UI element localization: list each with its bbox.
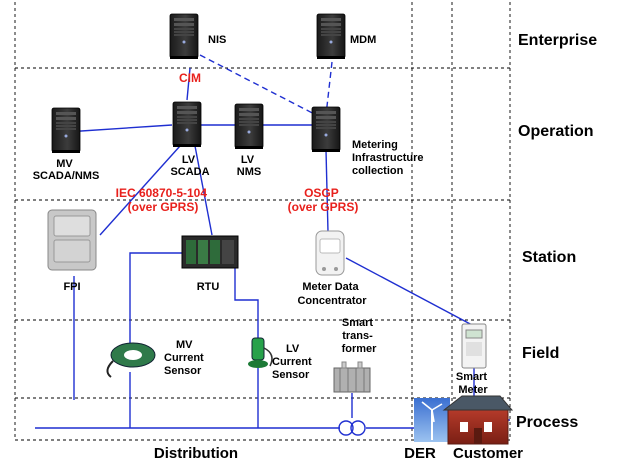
lv-nms-label: LV NMS (237, 154, 261, 178)
lv-sensor-label: LV Current Sensor (272, 343, 315, 381)
zone-grid (14, 2, 511, 441)
cim-label: CIM (179, 71, 201, 85)
link-nis-lvscada (186, 67, 191, 101)
zone-process-label: Process (516, 414, 578, 431)
server-tower-icon[interactable] (316, 13, 346, 60)
server-tower-icon[interactable] (51, 107, 81, 154)
domain-der-label: DER (404, 445, 436, 462)
metering-label: Metering Infrastructure collection (352, 139, 427, 177)
link-metering-mdc (325, 149, 329, 233)
wind-turbine-icon (414, 398, 450, 442)
smart-transformer-label: Smart trans- former (342, 317, 378, 355)
link-nis-metering (199, 54, 323, 119)
bus-transformer-symbol (338, 420, 366, 436)
mv-sensor-label: MV Current Sensor (164, 339, 207, 377)
smart-meter-label: Smart Meter (456, 371, 490, 396)
zone-field-label: Field (522, 345, 559, 362)
house-icon (442, 395, 514, 445)
server-tower-icon[interactable] (234, 103, 264, 150)
link-rtu-lvsensor (234, 262, 259, 340)
rtu-icon[interactable] (181, 235, 239, 269)
link-mdm-metering (325, 61, 333, 116)
fpi-label: FPI (63, 281, 80, 293)
mdm-label: MDM (350, 34, 376, 46)
link-mvscada-lvscada (65, 124, 173, 133)
osgp-label: OSGP (over GPRS) (288, 186, 359, 214)
server-tower-icon[interactable] (311, 106, 341, 153)
data-concentrator-icon[interactable] (315, 230, 345, 276)
fault-indicator-icon[interactable] (47, 209, 97, 271)
mdc-label: Meter Data Concentrator (297, 281, 367, 307)
link-lvscada-fpi (99, 145, 181, 236)
domain-customer-label: Customer (453, 445, 523, 462)
link-lvscada-rtu (194, 145, 213, 236)
zone-operation-label: Operation (518, 123, 594, 140)
domain-distribution-label: Distribution (154, 445, 238, 462)
transformer-icon[interactable] (333, 361, 371, 393)
current-sensor-icon[interactable] (248, 337, 273, 368)
server-tower-icon[interactable] (172, 101, 202, 148)
rtu-label: RTU (197, 281, 220, 293)
smart-meter-icon[interactable] (461, 323, 487, 369)
lv-scada-label: LV SCADA (170, 154, 209, 178)
link-mdc-smartmeter (345, 257, 475, 327)
nis-label: NIS (208, 34, 226, 46)
current-sensor-icon[interactable] (106, 342, 156, 378)
iec-104-label: IEC 60870-5-104 (over GPRS) (116, 186, 211, 214)
mv-scada-label: MV SCADA/NMS (33, 158, 100, 182)
link-rtu-mvsensor (129, 252, 185, 345)
server-tower-icon[interactable] (169, 13, 199, 60)
zone-station-label: Station (522, 249, 576, 266)
zone-enterprise-label: Enterprise (518, 32, 597, 49)
